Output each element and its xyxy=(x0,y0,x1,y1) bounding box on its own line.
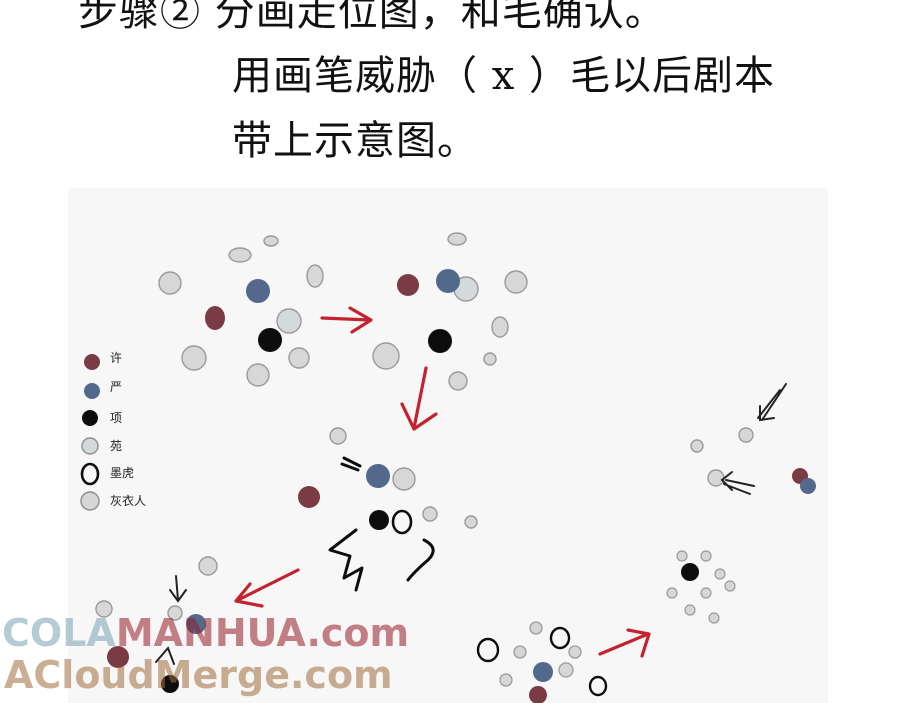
legend-swatch-yan xyxy=(84,383,100,399)
gray-figure xyxy=(181,345,207,371)
gray-figure xyxy=(464,515,478,529)
gray-figure xyxy=(491,316,509,338)
yuan-figure xyxy=(276,308,302,334)
legend-label-xu: 许 xyxy=(110,351,122,365)
xu-figure xyxy=(397,274,419,296)
legend-item-yuan: 苑 xyxy=(81,437,122,455)
scene-2 xyxy=(372,232,528,391)
movement-squiggle xyxy=(328,456,435,592)
legend-swatch-xiang xyxy=(82,410,98,426)
yan-figure xyxy=(533,662,553,682)
watermark-acloudmerge: ACloudMerge.com xyxy=(4,653,393,697)
scene-5 xyxy=(690,427,816,494)
legend-swatch-yuan xyxy=(81,437,99,455)
gray-figure xyxy=(329,427,347,445)
black-arrows-right xyxy=(720,383,787,495)
gray-figure xyxy=(504,270,528,294)
xu-figure xyxy=(205,306,225,330)
legend: 许 严 项 苑 墨虎 灰衣人 xyxy=(80,351,146,511)
caption-line-2: 用画笔威胁（ x ）毛以后剧本 xyxy=(232,53,775,99)
legend-label-yuan: 苑 xyxy=(110,439,122,453)
red-arrow-down-left xyxy=(234,568,300,608)
watermark-cola: COLA xyxy=(2,611,116,655)
legend-item-yan: 严 xyxy=(84,380,122,399)
gray-figure xyxy=(690,439,704,453)
scene-1 xyxy=(158,235,324,387)
xu-figure xyxy=(298,486,320,508)
legend-item-xu: 许 xyxy=(84,351,122,370)
scene-4 xyxy=(95,556,218,693)
xu-figure xyxy=(107,646,129,668)
xiang-figure xyxy=(258,328,282,352)
mohu-figure xyxy=(588,675,608,697)
legend-label-huiyiren: 灰衣人 xyxy=(110,493,146,508)
watermark-manhua: MANHUA.com xyxy=(115,611,410,655)
mohu-figure xyxy=(476,637,500,663)
gray-figure xyxy=(707,469,725,487)
legend-item-xiang: 项 xyxy=(82,410,122,426)
legend-label-xiang: 项 xyxy=(110,411,122,425)
yan-figure xyxy=(246,279,270,303)
small-down-arrow xyxy=(155,575,187,665)
watermark-colamanhua: COLAMANHUA.com xyxy=(2,614,409,652)
xiang-figure xyxy=(681,563,699,581)
red-arrow-down xyxy=(400,366,438,431)
legend-item-mohu: 墨虎 xyxy=(80,462,134,486)
gray-figure xyxy=(198,556,218,576)
red-arrow-up-right xyxy=(598,628,651,658)
legend-label-yan: 严 xyxy=(110,380,122,394)
mohu-figure xyxy=(391,509,413,535)
gray-figure xyxy=(288,347,310,369)
gray-figure xyxy=(738,427,754,443)
scene-6 xyxy=(666,550,736,624)
gray-figure xyxy=(447,232,467,246)
gray-figure xyxy=(228,247,252,263)
gray-figure xyxy=(95,600,113,618)
legend-swatch-huiyiren xyxy=(80,491,100,511)
gray-figure xyxy=(448,371,468,391)
legend-label-mohu: 墨虎 xyxy=(110,466,134,480)
red-arrow-right xyxy=(320,306,373,334)
xu-figure xyxy=(529,686,547,703)
gray-figure xyxy=(372,342,400,370)
gray-figure xyxy=(246,363,270,387)
gray-figure xyxy=(167,605,183,621)
gray-figure xyxy=(483,352,497,366)
caption-line-1: 步骤② 分画走位图，和毛确认。 xyxy=(78,0,666,35)
scene-7 xyxy=(476,621,608,703)
gray-figure xyxy=(306,264,324,288)
caption-line-3: 带上示意图。 xyxy=(232,118,478,164)
scene-3 xyxy=(298,427,478,535)
legend-swatch-mohu xyxy=(80,462,100,486)
xiang-figure xyxy=(369,510,389,530)
yan-figure xyxy=(436,269,460,293)
gray-figure xyxy=(158,271,182,295)
gray-figure xyxy=(392,467,416,491)
xiang-figure xyxy=(161,675,179,693)
gray-figure xyxy=(263,235,279,247)
gray-figure xyxy=(422,506,438,522)
yan-figure xyxy=(366,464,390,488)
legend-item-huiyiren: 灰衣人 xyxy=(80,491,146,511)
mohu-figure xyxy=(549,626,571,650)
yan-figure xyxy=(186,614,206,634)
xiang-figure xyxy=(428,329,452,353)
yan-figure xyxy=(800,478,816,494)
legend-swatch-xu xyxy=(84,354,100,370)
